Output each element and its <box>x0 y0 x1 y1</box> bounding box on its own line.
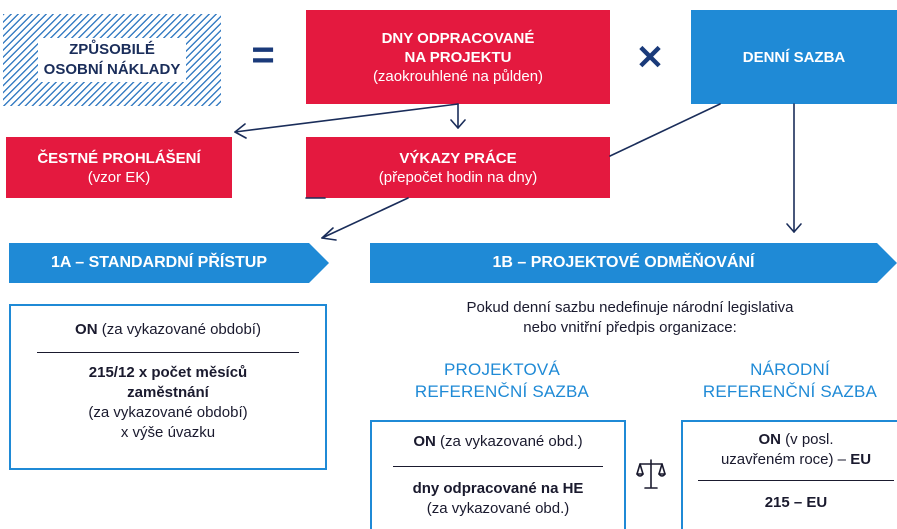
approach-1a-header: 1A – STANDARDNÍ PŘÍSTUP <box>9 243 329 283</box>
fraction-line <box>698 480 894 481</box>
timesheets-box: VÝKAZY PRÁCE (přepočet hodin na dny) <box>306 137 610 198</box>
national-denominator: 215 – EU <box>764 494 828 511</box>
approach-1a-formula: ON (za vykazované období) 215/12 x počet… <box>9 304 327 470</box>
national-numerator: ON (v posl. uzavřeném roce) – EU <box>720 431 872 468</box>
honor-declaration-box: ČESTNÉ PROHLÁŠENÍ (vzor EK) <box>6 137 232 198</box>
project-denominator: dny odpracované na HE (za vykazované obd… <box>412 480 584 517</box>
scales-icon <box>636 459 666 489</box>
eligible-costs-box: ZPŮSOBILÉ OSOBNÍ NÁKLADY <box>3 14 221 106</box>
eligible-costs-label: ZPŮSOBILÉ OSOBNÍ NÁKLADY <box>37 38 187 82</box>
project-numerator: ON (za vykazované obd.) <box>413 433 583 450</box>
project-rate-title: PROJEKTOVÁ REFERENČNÍ SAZBA <box>414 360 590 401</box>
times-sign: ✕ <box>635 39 665 77</box>
arrow-to-declaration <box>234 103 459 133</box>
fraction-line <box>393 466 603 467</box>
formula-1a-denominator: 215/12 x počet měsíců zaměstnání (za vyk… <box>88 364 248 441</box>
approach-1b-header: 1B – PROJEKTOVÉ ODMĚŇOVÁNÍ <box>370 243 897 283</box>
national-rate-formula: ON (v posl. uzavřeném roce) – EU 215 – E… <box>681 420 897 529</box>
formula-1a-numerator: ON (za vykazované období) <box>75 321 261 338</box>
connector-rate-to-timesheets <box>609 103 721 157</box>
days-worked-box: DNY ODPRACOVANÉ NA PROJEKTU (zaokrouhlen… <box>306 10 610 104</box>
fraction-line <box>37 352 299 353</box>
approach-1b-intro: Pokud denní sazbu nedefinuje národní leg… <box>466 299 794 336</box>
national-rate-title: NÁRODNÍ REFERENČNÍ SAZBA <box>702 360 878 401</box>
project-rate-formula: ON (za vykazované obd.) dny odpracované … <box>370 420 626 529</box>
equals-sign: = <box>251 33 275 77</box>
daily-rate-box: DENNÍ SAZBA <box>691 10 897 104</box>
